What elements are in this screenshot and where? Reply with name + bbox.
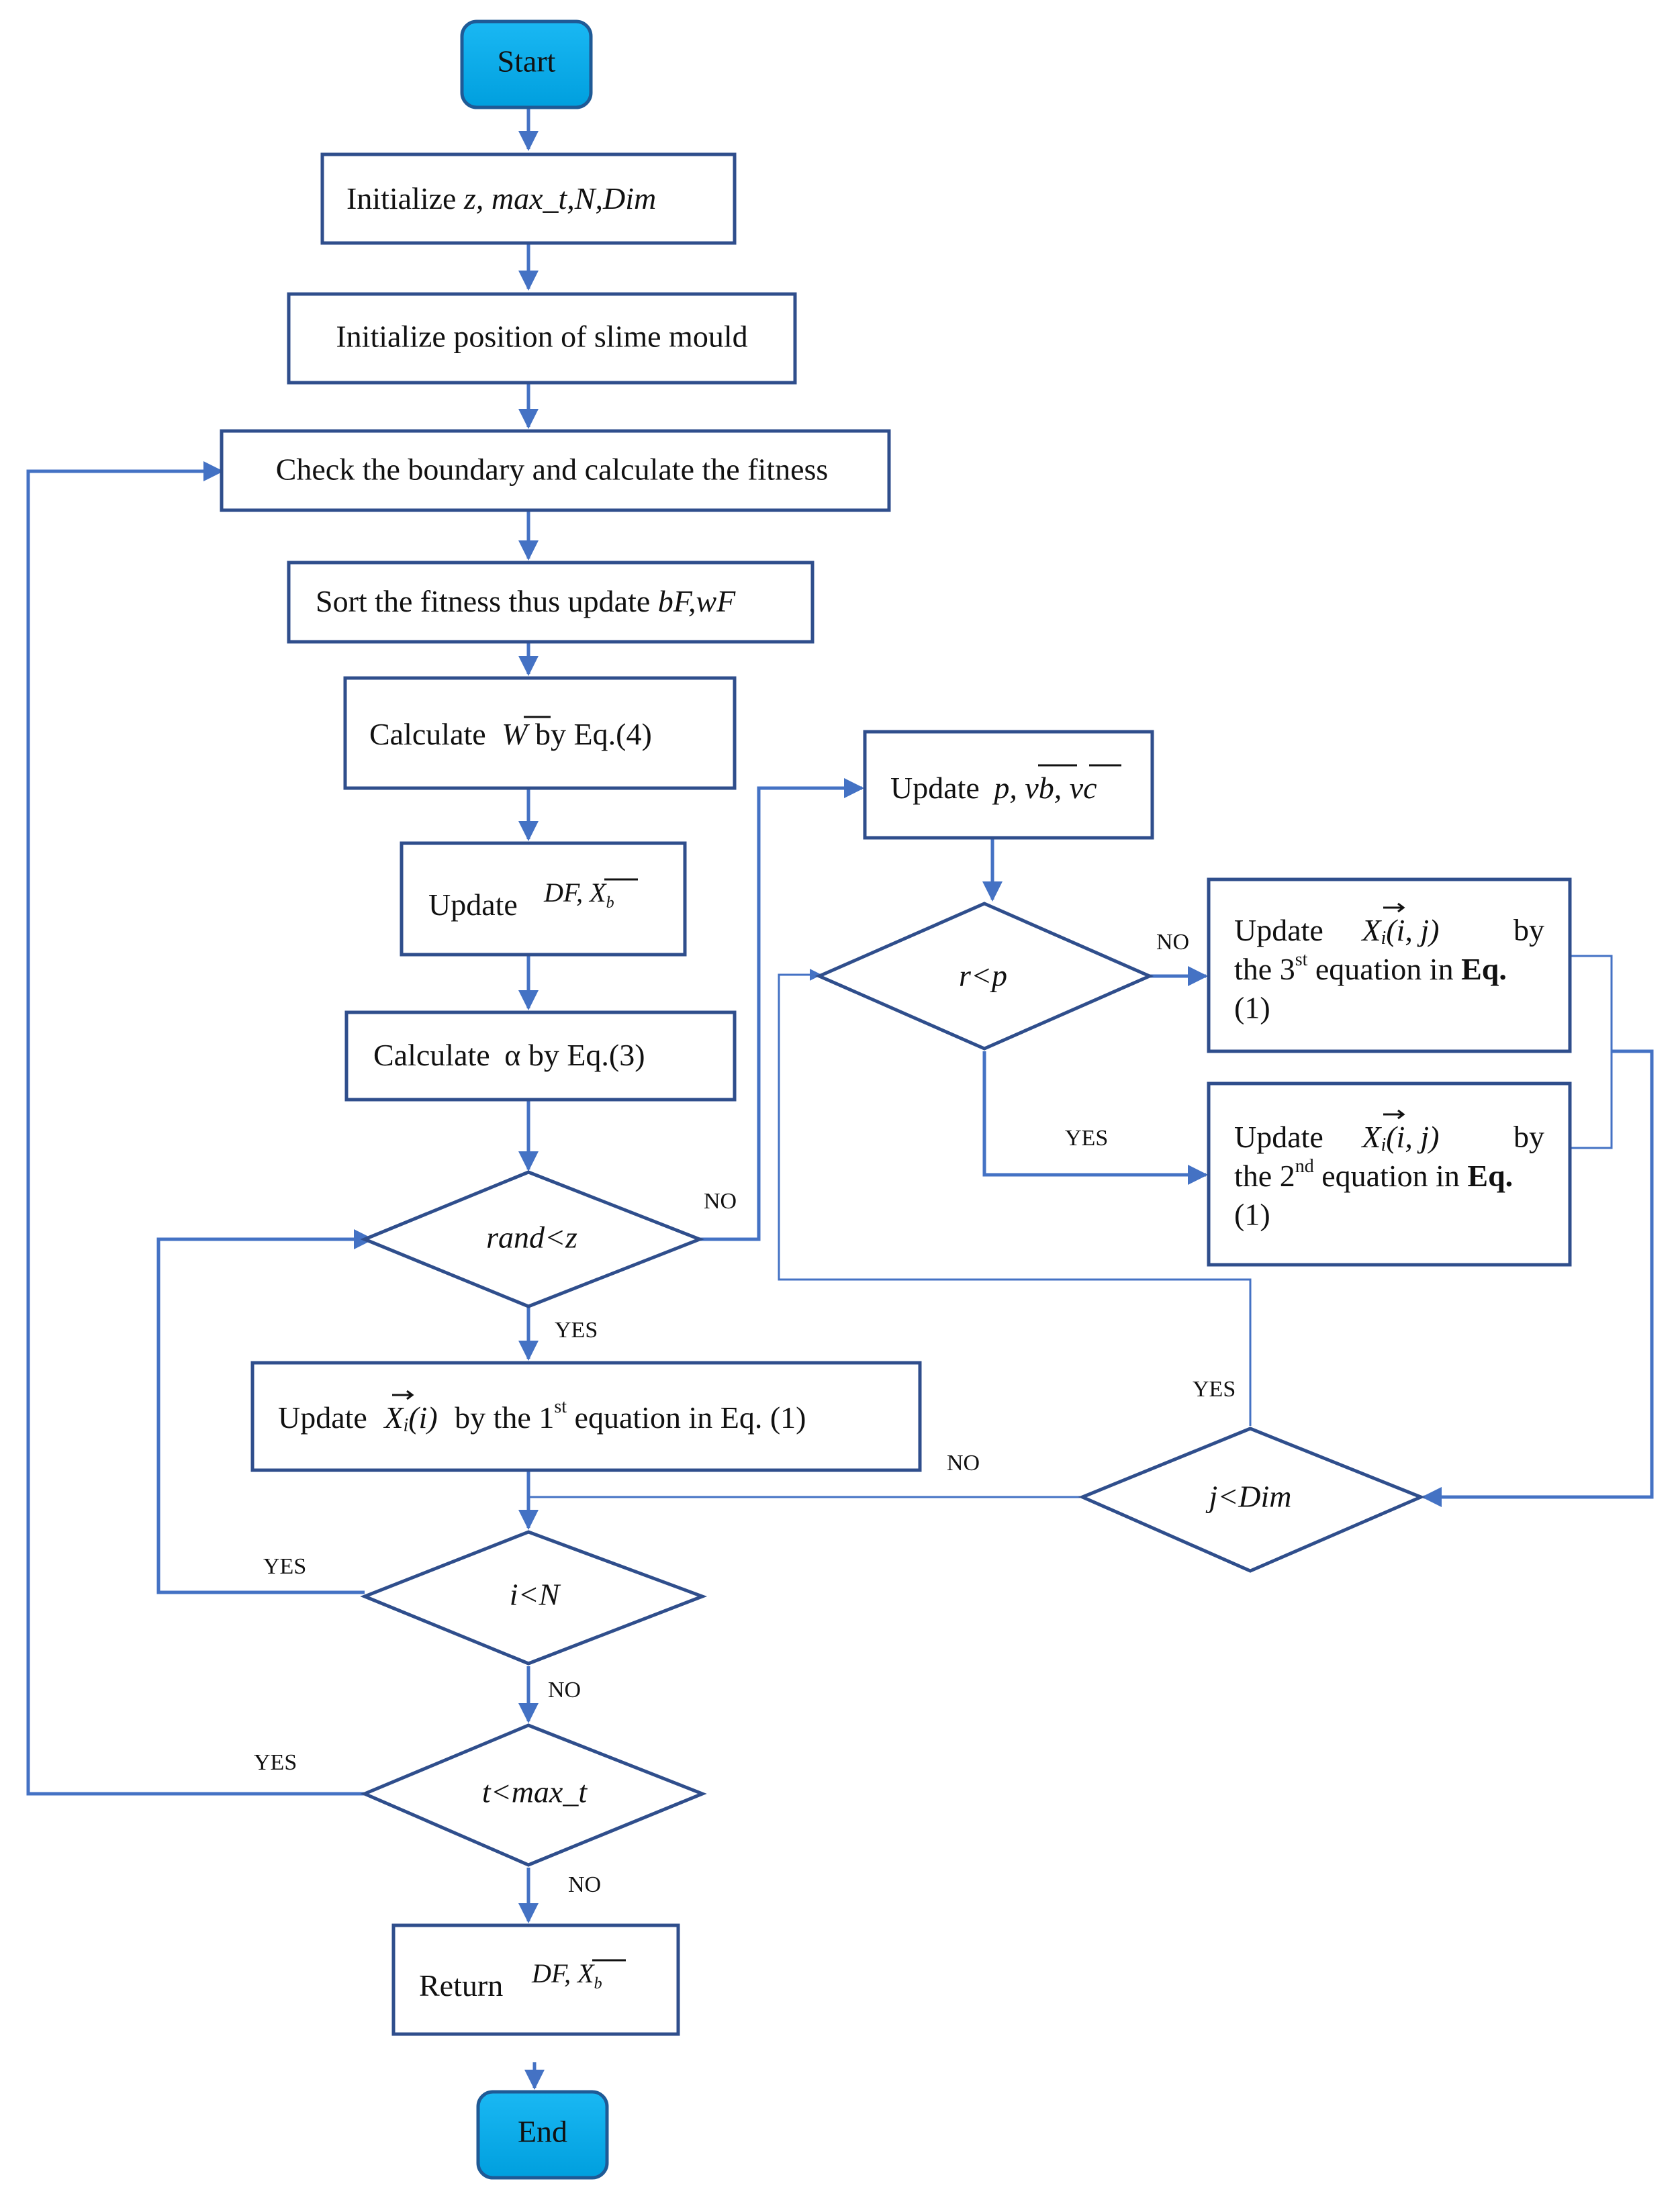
- init-params-box: Initialize z, max_t,N,Dim: [320, 152, 737, 245]
- j-dim-text: j<Dim: [1205, 1480, 1291, 1514]
- check-boundary-box: Check the boundary and calculate the fit…: [220, 429, 891, 512]
- rand-z-decision: rand<z: [360, 1170, 704, 1308]
- return-box: Return DF, Xb: [391, 1923, 680, 2036]
- sort-fitness-box: Sort the fitness thus update bF,wF: [287, 561, 814, 644]
- init-position-box: Initialize position of slime mould: [287, 292, 797, 385]
- xi-3rd-vector-arrow: [1383, 902, 1405, 913]
- label-rp-yes: YES: [1065, 1126, 1108, 1151]
- label-t-yes: YES: [254, 1750, 297, 1775]
- init-position-text: Initialize position of slime mould: [336, 320, 747, 354]
- calc-w-box: Calculate W by Eq.(4): [343, 676, 737, 790]
- label-in-yes: YES: [263, 1554, 306, 1579]
- label-rand-no: NO: [704, 1189, 737, 1214]
- arrow-t-yes-loop: [26, 461, 365, 1796]
- xi-2nd-vector-arrow: [1383, 1109, 1405, 1120]
- arrow-in-yes-loop: [156, 1229, 374, 1594]
- vector-arrows: [392, 902, 1405, 1400]
- update-3rd-box: Update Xi(i, j) by the 3st equation in E…: [1207, 877, 1572, 1053]
- update-p-text: Update p, vb, vc: [890, 771, 1097, 805]
- update-xi-box: Update Xi(i) by the 1st equation in Eq. …: [250, 1361, 922, 1472]
- t-max-text: t<max_t: [482, 1775, 588, 1809]
- update-df-text: Update: [428, 887, 518, 922]
- i-n-text: i<N: [510, 1578, 561, 1612]
- update-3rd-line3: (1): [1234, 991, 1270, 1025]
- return-text: Return: [419, 1968, 503, 2003]
- start-terminal: Start: [460, 19, 593, 109]
- j-dim-decision: j<Dim: [1078, 1427, 1426, 1573]
- t-max-decision: t<max_t: [360, 1723, 707, 1867]
- xi-1st-vector-arrow: [392, 1390, 414, 1400]
- arrow-jdim-yes-loop: [778, 969, 1252, 1426]
- label-rand-yes: YES: [555, 1318, 598, 1343]
- update-2nd-line2: the 2nd equation in Eq.: [1234, 1156, 1513, 1192]
- connectors: [26, 109, 1654, 2090]
- return-math: DF, Xb: [531, 1958, 602, 1992]
- sort-fitness-text: Sort the fitness thus update bF,wF: [316, 584, 736, 618]
- update-p-box: Update p, vb, vc: [863, 730, 1154, 840]
- arrow-rp-yes: [982, 1051, 1208, 1185]
- label-jdim-yes: YES: [1193, 1377, 1236, 1402]
- label-rp-no: NO: [1156, 930, 1189, 955]
- update-2nd-box: Update Xi(i, j) by the 2nd equation in E…: [1207, 1081, 1572, 1267]
- i-n-decision: i<N: [360, 1530, 708, 1666]
- start-label: Start: [498, 44, 556, 79]
- update-3rd-line2: the 3st equation in Eq.: [1234, 949, 1507, 985]
- r-p-decision: r<p: [814, 902, 1154, 1051]
- init-params-text: Initialize z, max_t,N,Dim: [346, 181, 656, 215]
- label-in-no: NO: [548, 1678, 581, 1702]
- merge-bracket: [1570, 955, 1613, 1149]
- calc-alpha-box: Calculate α by Eq.(3): [344, 1010, 737, 1102]
- update-df-math: DF, Xb: [543, 877, 614, 911]
- rand-z-text: rand<z: [486, 1220, 577, 1255]
- check-boundary-text: Check the boundary and calculate the fit…: [276, 452, 829, 487]
- end-terminal: End: [476, 2090, 609, 2180]
- edge-labels: NO YES NO YES YES NO YES NO YES NO: [254, 930, 1236, 1897]
- update-xi-text: Update Xi(i) by the 1st equation in Eq. …: [278, 1396, 806, 1436]
- update-3rd-line1: Update Xi(i, j): [1234, 913, 1439, 949]
- label-t-no: NO: [568, 1872, 601, 1897]
- update-2nd-by: by: [1514, 1120, 1544, 1154]
- update-2nd-line1: Update Xi(i, j): [1234, 1120, 1439, 1156]
- arrow-merge-to-jdim: [1422, 1049, 1654, 1507]
- arrow-randz-no: [700, 778, 864, 1241]
- calc-alpha-text: Calculate α by Eq.(3): [373, 1038, 645, 1072]
- update-2nd-line3: (1): [1234, 1198, 1270, 1232]
- label-jdim-no: NO: [947, 1451, 980, 1476]
- update-df-box: Update DF, Xb: [400, 841, 687, 957]
- end-label: End: [518, 2115, 567, 2149]
- r-p-text: r<p: [959, 959, 1007, 993]
- calc-w-text: Calculate W by Eq.(4): [369, 717, 652, 751]
- update-3rd-by: by: [1514, 913, 1544, 947]
